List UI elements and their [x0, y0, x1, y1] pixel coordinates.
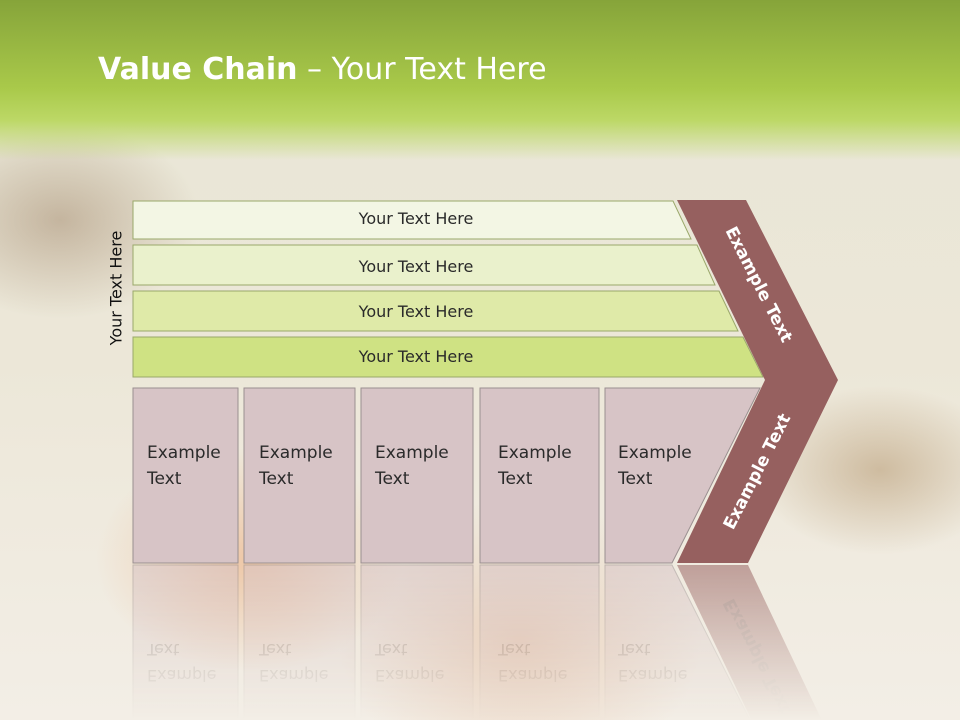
box-2	[243, 387, 356, 564]
bars-group: Your Text Here Your Text Here Your Text …	[132, 200, 764, 378]
box-1-line2: Text	[146, 469, 182, 489]
title-rest: – Your Text Here	[297, 52, 547, 87]
reflection-box	[604, 564, 751, 720]
reflection-label: Example	[618, 666, 687, 685]
bar-label-4: Your Text Here	[358, 347, 474, 366]
bar-label-1: Your Text Here	[358, 209, 474, 228]
header-band	[0, 0, 960, 160]
reflection-box	[243, 564, 356, 720]
box-5-line2: Text	[617, 469, 653, 489]
box-2-line2: Text	[258, 469, 294, 489]
box-3-line1: Example	[375, 443, 449, 463]
box-4-line2: Text	[497, 469, 533, 489]
chevron-shape	[677, 200, 838, 563]
reflection-box	[132, 564, 239, 720]
box-1	[132, 387, 239, 564]
box-1-line1: Example	[147, 443, 221, 463]
box-4-line1: Example	[498, 443, 572, 463]
reflection-box	[479, 564, 600, 720]
slide-title: Value Chain – Your Text Here	[98, 52, 547, 87]
reflection-label: Example	[259, 666, 328, 685]
reflection-label: Example	[147, 666, 216, 685]
bar-2	[132, 244, 716, 286]
reflection-label: Example	[498, 666, 567, 685]
bar-label-3: Your Text Here	[358, 302, 474, 321]
reflection-label: Text	[374, 640, 407, 659]
reflection-label: Text	[146, 640, 179, 659]
reflection-label: Example	[375, 666, 444, 685]
title-bold: Value Chain	[98, 52, 298, 87]
reflection-label: Text	[497, 640, 530, 659]
box-5	[604, 387, 761, 564]
chevron-group: Example Text Example Text	[677, 200, 838, 563]
box-5-line1: Example	[618, 443, 692, 463]
box-3-line2: Text	[374, 469, 410, 489]
reflection-chevron	[677, 565, 822, 720]
box-2-line1: Example	[259, 443, 333, 463]
reflection-label: Text	[258, 640, 291, 659]
boxes-group: Example Text Example Text Example Text E…	[132, 387, 761, 564]
bar-label-2: Your Text Here	[358, 257, 474, 276]
reflection-label: Text	[617, 640, 650, 659]
bar-1	[132, 200, 692, 240]
bar-4	[132, 336, 764, 378]
bar-3	[132, 290, 739, 332]
box-3	[360, 387, 474, 564]
box-4	[479, 387, 600, 564]
reflection-box	[360, 564, 474, 720]
